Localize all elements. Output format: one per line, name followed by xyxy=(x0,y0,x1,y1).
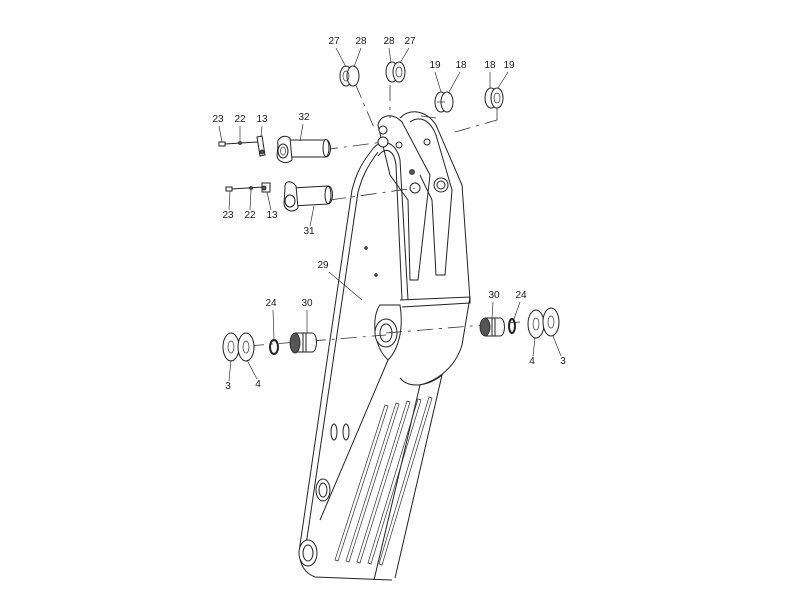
callout-28: 28 xyxy=(355,36,367,47)
pin-32 xyxy=(276,135,331,164)
callout-31: 31 xyxy=(303,226,315,237)
boom-body xyxy=(298,111,471,581)
washers-27-28-left xyxy=(339,65,360,87)
callout-27: 27 xyxy=(328,36,340,47)
callout-23: 23 xyxy=(212,114,224,125)
callout-29: 29 xyxy=(317,260,329,271)
callout-4: 4 xyxy=(255,379,261,390)
right-bushing-stack xyxy=(479,307,560,339)
callout-22: 22 xyxy=(234,114,246,125)
center-lines xyxy=(247,82,521,347)
callout-3: 3 xyxy=(560,356,566,367)
callout-22: 22 xyxy=(244,210,256,221)
washers-19-18-left xyxy=(434,91,454,113)
callout-30: 30 xyxy=(301,298,313,309)
callout-3: 3 xyxy=(225,381,231,392)
washers-18-19-right xyxy=(484,87,504,109)
boom-grooves xyxy=(334,396,433,566)
callout-27: 27 xyxy=(404,36,416,47)
callout-19: 19 xyxy=(429,60,441,71)
retainer-23-22-13-lower xyxy=(225,182,271,193)
leader-lines xyxy=(218,47,562,382)
callout-28: 28 xyxy=(383,36,395,47)
callout-24: 24 xyxy=(265,298,277,309)
callout-18: 18 xyxy=(455,60,467,71)
callout-18: 18 xyxy=(484,60,496,71)
retainer-23-22-13-upper xyxy=(218,135,266,157)
pin-31 xyxy=(283,181,333,212)
left-bushing-stack xyxy=(222,332,317,362)
callout-13: 13 xyxy=(256,114,268,125)
callout-24: 24 xyxy=(515,290,527,301)
callout-13: 13 xyxy=(266,210,278,221)
callout-23: 23 xyxy=(222,210,234,221)
callout-32: 32 xyxy=(298,112,310,123)
callout-4: 4 xyxy=(529,356,535,367)
callout-30: 30 xyxy=(488,290,500,301)
washers-28-27-right xyxy=(385,61,406,83)
callout-19: 19 xyxy=(503,60,515,71)
